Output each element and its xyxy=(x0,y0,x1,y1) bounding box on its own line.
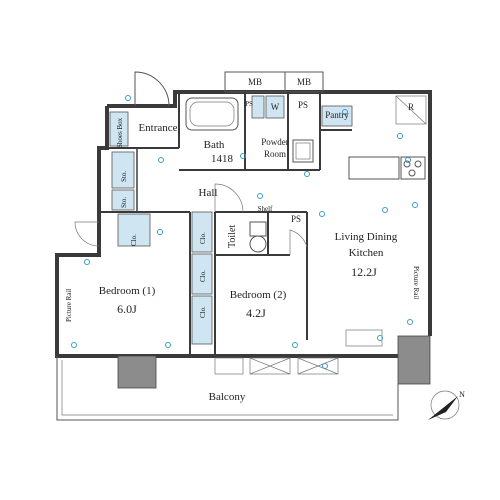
storage-label-2: Sto. xyxy=(120,197,128,208)
interior-door-swings xyxy=(74,183,308,255)
toilet-label: Toilet xyxy=(227,225,238,248)
kitchen-label: Kitchen xyxy=(349,247,384,259)
electrical-outlets xyxy=(71,95,418,369)
bedroom-1-size-label: 6.0J xyxy=(117,302,137,316)
balcony-label: Balcony xyxy=(209,391,246,403)
bedroom-1-label: Bedroom (1) xyxy=(99,285,156,297)
entrance-label: Entrance xyxy=(138,122,177,134)
bedroom-2-label: Bedroom (2) xyxy=(230,289,287,301)
columns xyxy=(117,335,431,389)
closet-label-2: Clo. xyxy=(199,270,207,282)
ps-label-3: PS xyxy=(291,214,301,224)
interior-walls xyxy=(99,92,352,356)
ps-label-2: PS xyxy=(298,100,308,110)
shoes-box-label: Shoes Box xyxy=(116,117,124,148)
closet-label-1: Clo. xyxy=(199,232,207,244)
bath-size-label: 1418 xyxy=(211,153,234,165)
shelf-label: Shelf xyxy=(258,205,273,213)
living-dining-label: Living Dining xyxy=(335,231,398,243)
bedroom-2-size-label: 4.2J xyxy=(246,306,266,320)
powder-sink xyxy=(292,139,314,163)
hall-label: Hall xyxy=(199,187,218,199)
living-size-label: 12.2J xyxy=(351,265,377,279)
powder-room-label-1: Powder xyxy=(261,137,289,147)
storage-label-1: Sto. xyxy=(120,171,128,182)
mb-label-1: MB xyxy=(248,77,262,87)
entrance-door[interactable] xyxy=(134,71,170,107)
meter-boxes xyxy=(224,71,324,93)
storage-closets xyxy=(109,95,353,345)
mb-label-2: MB xyxy=(297,77,311,87)
powder-room-label-2: Room xyxy=(264,149,286,159)
pantry-label: Pantry xyxy=(325,110,349,120)
picture-rail-left-label: Picture Rail xyxy=(65,289,73,322)
ps-label-1: PS xyxy=(245,100,253,108)
north-arrow xyxy=(428,390,460,420)
closet-label-3: Clo. xyxy=(199,306,207,318)
toilet-fixture xyxy=(249,221,267,253)
w-label: W xyxy=(271,102,280,112)
bathtub xyxy=(185,97,239,131)
closet-label-4: Clo. xyxy=(130,234,138,246)
refrigerator-space xyxy=(395,95,427,125)
bath-label: Bath xyxy=(204,139,225,151)
north-label: N xyxy=(459,390,465,399)
balcony-area xyxy=(56,356,399,421)
fridge-label: R xyxy=(408,102,414,112)
picture-rail-right-label: Picture Rail xyxy=(412,266,420,299)
sliding-windows xyxy=(214,329,383,375)
kitchen-counter xyxy=(348,156,426,180)
